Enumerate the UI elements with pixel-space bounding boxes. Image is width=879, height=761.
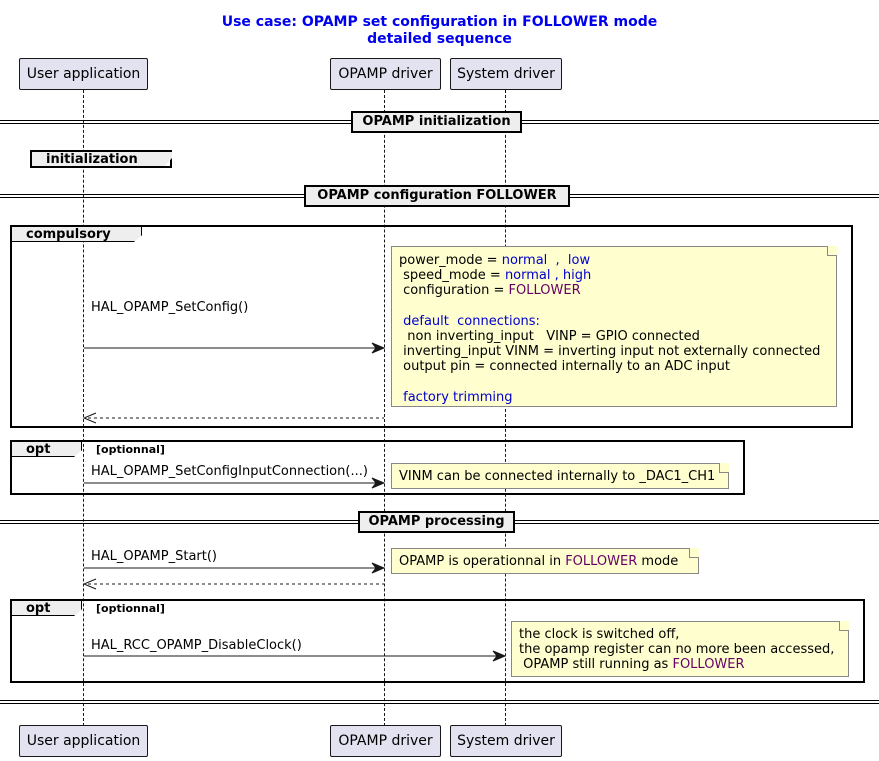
group-opt-1: opt [optionnal]: [10, 440, 745, 495]
participant-opamp-driver-top: OPAMP driver: [330, 58, 441, 90]
group-compulsory-tab: compulsory: [12, 227, 142, 242]
divider-line-end: [0, 700, 879, 704]
arrowhead-set-input: [371, 477, 386, 489]
divider-config: OPAMP configuration FOLLOWER: [304, 185, 570, 207]
note-input-fold: [719, 463, 729, 473]
note-clock: the clock is switched off, the opamp reg…: [511, 621, 849, 677]
title-line-2: detailed sequence: [367, 31, 512, 47]
group-opt-2-guard: [optionnal]: [96, 602, 165, 615]
note-start: OPAMP is operationnal in FOLLOWER mode: [391, 548, 699, 574]
note-config-fold: [827, 246, 837, 256]
participant-system-driver-top: System driver: [450, 58, 562, 90]
group-opt-2: opt [optionnal]: [10, 599, 865, 683]
participant-opamp-driver-bottom: OPAMP driver: [330, 725, 441, 757]
message-start: HAL_OPAMP_Start(): [91, 549, 218, 564]
lifeline-system-driver: [505, 90, 506, 726]
arrowhead-set-config: [371, 342, 386, 354]
arrowhead-start: [371, 562, 386, 574]
divider-init: OPAMP initialization: [351, 111, 522, 133]
arrowhead-disable-clock: [492, 650, 507, 662]
group-opt-1-guard: [optionnal]: [96, 443, 165, 456]
group-initialization: initialization: [30, 150, 172, 168]
lifeline-user-application: [83, 90, 84, 726]
group-opt-2-tab: opt: [12, 601, 82, 616]
diagram-title: Use case: OPAMP set configuration in FOL…: [0, 14, 879, 48]
participant-user-application-top: User application: [19, 58, 148, 90]
message-disable-clock: HAL_RCC_OPAMP_DisableClock(): [91, 638, 302, 653]
group-opt-1-tab: opt: [12, 442, 82, 457]
note-clock-fold: [839, 621, 849, 631]
lifeline-opamp-driver: [384, 90, 385, 726]
message-set-input-connection: HAL_OPAMP_SetConfigInputConnection(...): [91, 464, 368, 479]
note-config: power_mode = normal , low speed_mode = n…: [391, 246, 837, 407]
arrowhead-start-return: [82, 578, 97, 590]
note-input-connection: VINM can be connected internally to _DAC…: [391, 463, 729, 489]
arrowhead-set-config-return: [82, 412, 97, 424]
group-compulsory: compulsory: [10, 225, 853, 428]
title-line-1: Use case: OPAMP set configuration in FOL…: [221, 14, 658, 30]
note-start-fold: [689, 548, 699, 558]
divider-processing: OPAMP processing: [358, 511, 515, 533]
group-initialization-tab: initialization: [32, 152, 172, 167]
message-set-config: HAL_OPAMP_SetConfig(): [91, 300, 249, 315]
participant-system-driver-bottom: System driver: [450, 725, 562, 757]
participant-user-application-bottom: User application: [19, 725, 148, 757]
